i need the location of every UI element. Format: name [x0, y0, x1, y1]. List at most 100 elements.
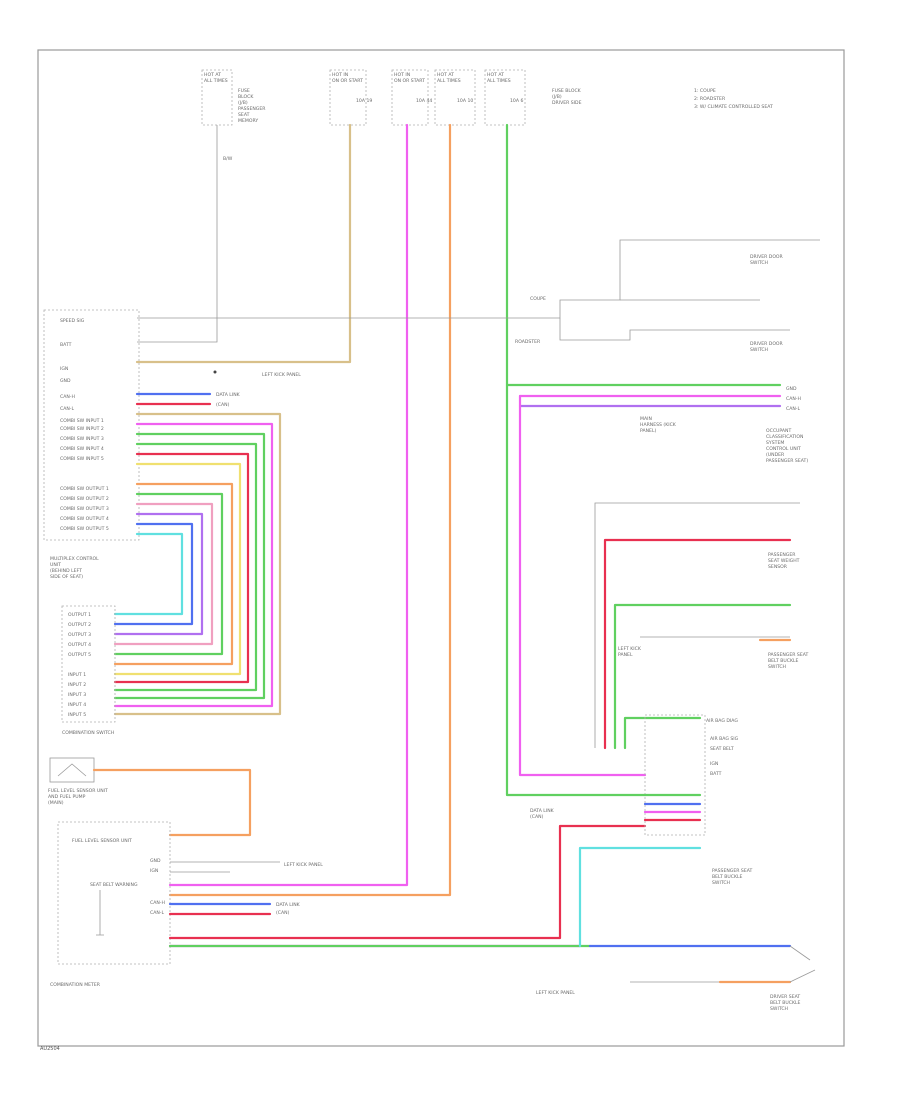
seat-control-unit: SPEED SIG BATT IGN GND CAN-H CAN-L COMBI…: [43, 309, 140, 580]
svg-text:SENSOR: SENSOR: [768, 564, 788, 570]
svg-text:INPUT 2: INPUT 2: [68, 682, 86, 688]
pink-feed-wire: [168, 123, 409, 887]
svg-text:DATA LINK: DATA LINK: [216, 392, 241, 398]
svg-text:PASSENGER SEAT: PASSENGER SEAT: [768, 652, 809, 658]
svg-text:OUTPUT 4: OUTPUT 4: [68, 642, 91, 648]
svg-text:CAN-L: CAN-L: [60, 406, 74, 412]
svg-text:BLOCK: BLOCK: [238, 94, 254, 100]
svg-text:AIR BAG SIG: AIR BAG SIG: [710, 736, 739, 742]
svg-text:COMBI SW INPUT 4: COMBI SW INPUT 4: [60, 446, 104, 452]
svg-text:MULTIPLEX CONTROL: MULTIPLEX CONTROL: [50, 556, 99, 562]
svg-text:IGN: IGN: [150, 868, 158, 874]
fuse-block-2: HOT IN ON OR START 10A 19: [329, 69, 372, 126]
svg-text:SWITCH: SWITCH: [750, 347, 768, 353]
right-switches: PASSENGER SEAT WEIGHT SENSOR PASSENGER S…: [594, 502, 809, 750]
right-bus: GND CAN-H CAN-L OCCUPANT CLASSIFICATION …: [505, 383, 808, 777]
svg-text:UNIT: UNIT: [50, 562, 61, 568]
svg-text:BELT BUCKLE: BELT BUCKLE: [712, 874, 743, 880]
green-feed-wire: [505, 123, 647, 797]
svg-text:HARNESS (KICK: HARNESS (KICK: [640, 422, 677, 428]
svg-text:COMBI SW INPUT 3: COMBI SW INPUT 3: [60, 436, 104, 442]
svg-text:GND: GND: [786, 386, 797, 392]
air-bag-diagnosis-unit: AIR BAG SIG SEAT BELT IGN BATT DATA LINK…: [530, 714, 739, 836]
svg-text:OUTPUT 5: OUTPUT 5: [68, 652, 91, 658]
svg-text:DRIVER SEAT: DRIVER SEAT: [770, 994, 800, 1000]
svg-text:COMBI SW OUTPUT 3: COMBI SW OUTPUT 3: [60, 506, 109, 512]
speed-sig-line: [137, 299, 590, 319]
svg-text:SEAT: SEAT: [238, 112, 250, 118]
svg-text:10A 10: 10A 10: [457, 98, 473, 104]
svg-text:(MAIN): (MAIN): [48, 800, 64, 806]
svg-text:CLASSIFICATION: CLASSIFICATION: [766, 434, 803, 440]
svg-text:BELT BUCKLE: BELT BUCKLE: [768, 658, 799, 664]
svg-text:ALL TIMES: ALL TIMES: [437, 78, 461, 84]
fuse-block-4: HOT AT ALL TIMES 10A 10: [434, 69, 476, 126]
svg-text:GND: GND: [150, 858, 161, 864]
svg-text:(CAN): (CAN): [276, 910, 290, 916]
svg-text:PASSENGER: PASSENGER: [768, 552, 796, 558]
svg-text:IGN: IGN: [710, 761, 718, 767]
diagram-frame: [37, 49, 845, 1047]
svg-text:(J/B): (J/B): [238, 100, 248, 106]
svg-text:FUEL LEVEL SENSOR UNIT: FUEL LEVEL SENSOR UNIT: [48, 788, 108, 794]
svg-text:OCCUPANT: OCCUPANT: [766, 428, 791, 434]
svg-text:COMBI SW OUTPUT 4: COMBI SW OUTPUT 4: [60, 516, 109, 522]
batt-line: [137, 240, 218, 343]
svg-text:INPUT 5: INPUT 5: [68, 712, 86, 718]
svg-text:COMBINATION SWITCH: COMBINATION SWITCH: [62, 730, 114, 736]
svg-text:SWITCH: SWITCH: [750, 260, 768, 266]
svg-text:FUEL LEVEL SENSOR UNIT: FUEL LEVEL SENSOR UNIT: [72, 838, 132, 844]
svg-text:SWITCH: SWITCH: [770, 1006, 788, 1012]
svg-text:DRIVER DOOR: DRIVER DOOR: [750, 341, 784, 347]
tan-feed-wire: [135, 123, 352, 364]
svg-text:AND FUEL PUMP: AND FUEL PUMP: [48, 794, 86, 800]
svg-text:SWITCH: SWITCH: [768, 664, 786, 670]
bottom-right-units: PASSENGER SEAT BELT BUCKLE SWITCH LEFT K…: [536, 846, 816, 1012]
svg-text:COMBI SW INPUT 2: COMBI SW INPUT 2: [60, 426, 104, 432]
svg-text:SEAT WEIGHT: SEAT WEIGHT: [768, 558, 800, 564]
svg-text:FUSE: FUSE: [238, 88, 250, 94]
svg-text:BATT: BATT: [60, 342, 72, 348]
svg-text:COMBI SW OUTPUT 5: COMBI SW OUTPUT 5: [60, 526, 109, 532]
svg-text:(UNDER: (UNDER: [766, 452, 785, 458]
harness-wires: [113, 412, 282, 716]
svg-text:SEAT BELT WARNING: SEAT BELT WARNING: [90, 882, 138, 888]
combination-switch: OUTPUT 1 OUTPUT 2 OUTPUT 3 OUTPUT 4 OUTP…: [61, 605, 116, 736]
combination-meter: FUEL LEVEL SENSOR UNIT GND IGN SEAT BELT…: [50, 821, 171, 988]
svg-text:2: ROADSTER: 2: ROADSTER: [694, 96, 726, 102]
svg-text:SYSTEM: SYSTEM: [766, 440, 784, 446]
svg-text:INPUT 1: INPUT 1: [68, 672, 86, 678]
svg-text:MEMORY: MEMORY: [238, 118, 258, 124]
svg-text:BATT: BATT: [710, 771, 722, 777]
svg-text:AIR BAG DIAG: AIR BAG DIAG: [706, 718, 738, 724]
svg-text:3: W/ CLIMATE CONTROLLED SEAT: 3: W/ CLIMATE CONTROLLED SEAT: [694, 104, 773, 110]
svg-text:SEAT BELT: SEAT BELT: [710, 746, 734, 752]
legend: 1: COUPE 2: ROADSTER 3: W/ CLIMATE CONTR…: [694, 88, 773, 110]
svg-text:CAN-H: CAN-H: [60, 394, 75, 400]
orange-feed-wire: [168, 123, 452, 897]
svg-text:GND: GND: [60, 378, 71, 384]
svg-text:SPEED SIG: SPEED SIG: [60, 318, 85, 324]
coupe-branch: [590, 239, 820, 301]
svg-text:DATA LINK: DATA LINK: [530, 808, 555, 814]
fuel-level-sensor: FUEL LEVEL SENSOR UNIT AND FUEL PUMP (MA…: [48, 757, 252, 837]
svg-text:10A 6: 10A 6: [510, 98, 523, 104]
svg-text:PANEL): PANEL): [640, 428, 657, 434]
svg-text:10A 44: 10A 44: [416, 98, 432, 104]
svg-text:ROADSTER: ROADSTER: [515, 339, 541, 345]
svg-text:HOT AT: HOT AT: [437, 72, 454, 78]
svg-text:SIDE OF SEAT): SIDE OF SEAT): [50, 574, 83, 580]
svg-text:COMBI SW OUTPUT 1: COMBI SW OUTPUT 1: [60, 486, 109, 492]
footer-code: AU2504: [40, 1046, 60, 1052]
svg-text:(J/B): (J/B): [552, 94, 562, 100]
svg-text:HOT AT: HOT AT: [204, 72, 221, 78]
svg-text:B/W: B/W: [223, 156, 233, 162]
roadster-line: [559, 318, 590, 341]
svg-text:HOT IN: HOT IN: [332, 72, 348, 78]
svg-text:OUTPUT 2: OUTPUT 2: [68, 622, 91, 628]
svg-text:CAN-L: CAN-L: [150, 910, 164, 916]
svg-text:LEFT KICK PANEL: LEFT KICK PANEL: [536, 990, 575, 996]
svg-text:LEFT KICK PANEL: LEFT KICK PANEL: [262, 372, 301, 378]
roadster-switch-line: [590, 329, 790, 341]
